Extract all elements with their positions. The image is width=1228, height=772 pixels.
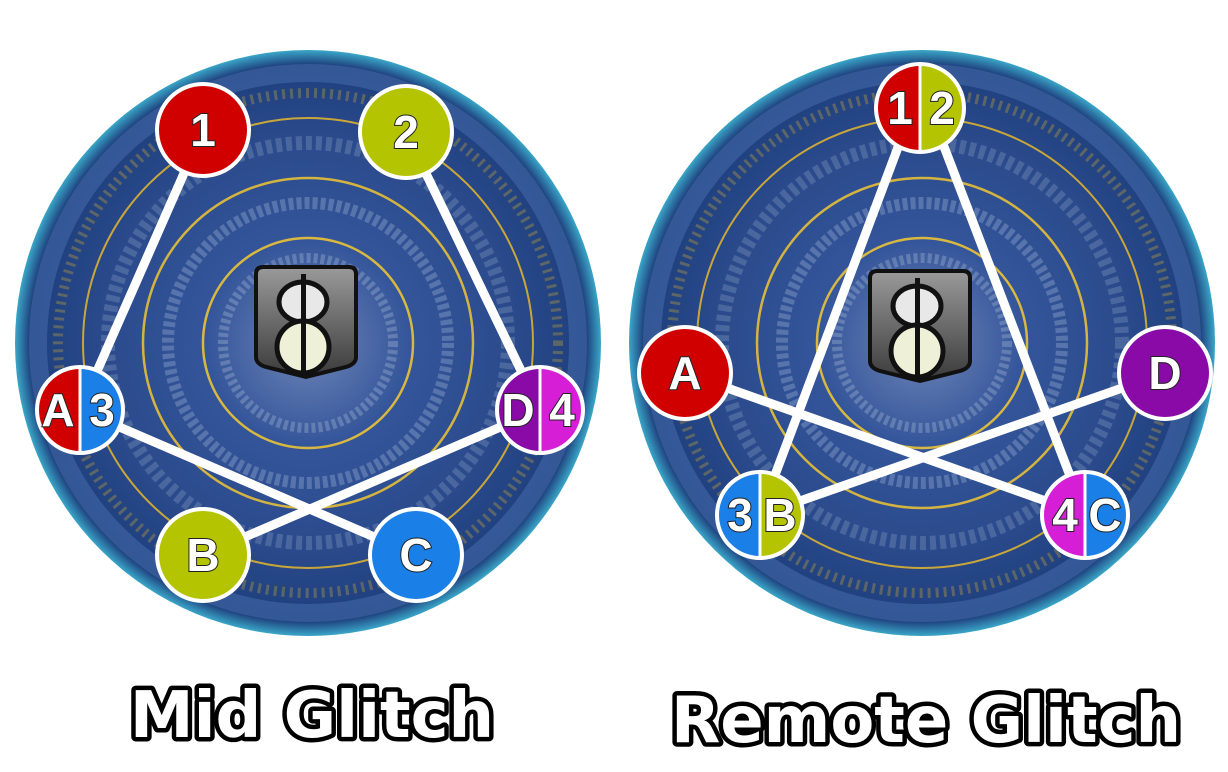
marker-d4: D 4 [495,365,585,455]
marker-a: A [637,325,733,421]
svg-text:C: C [399,529,432,581]
svg-text:2: 2 [393,106,419,158]
svg-text:A: A [668,347,701,399]
marker-b: B [155,507,251,603]
svg-text:4: 4 [1052,489,1078,541]
svg-text:1: 1 [887,82,913,134]
diagram-title: Mid Glitch [130,679,494,753]
svg-text:3: 3 [727,489,753,541]
diagram-title: Remote Glitch [671,684,1181,758]
remote-glitch-diagram: 1 2 A D 3 B 4 C Remote Glitch [629,50,1215,763]
svg-text:D: D [1148,347,1181,399]
marker-1: 1 [155,82,251,178]
svg-text:1: 1 [190,104,216,156]
svg-text:D: D [501,384,534,436]
marker-12: 1 2 [874,62,966,154]
marker-4c: 4 C [1040,470,1130,560]
glitch-emblem-icon [870,271,970,381]
connection-lines [75,125,545,560]
glitch-emblem-icon [256,267,356,377]
svg-text:4: 4 [549,384,575,436]
marker-3b: 3 B [715,470,805,560]
svg-text:3: 3 [89,384,115,436]
marker-2: 2 [358,84,454,180]
connection-lines [680,105,1170,520]
svg-text:B: B [186,529,219,581]
mid-glitch-diagram: 1 2 A 3 D 4 B C Mid Glitch [15,50,601,758]
marker-c: C [368,507,464,603]
marker-d: D [1117,325,1213,421]
marker-a3: A 3 [35,365,125,455]
svg-text:2: 2 [929,82,955,134]
svg-text:B: B [763,489,796,541]
svg-text:A: A [41,384,74,436]
svg-text:C: C [1088,489,1121,541]
